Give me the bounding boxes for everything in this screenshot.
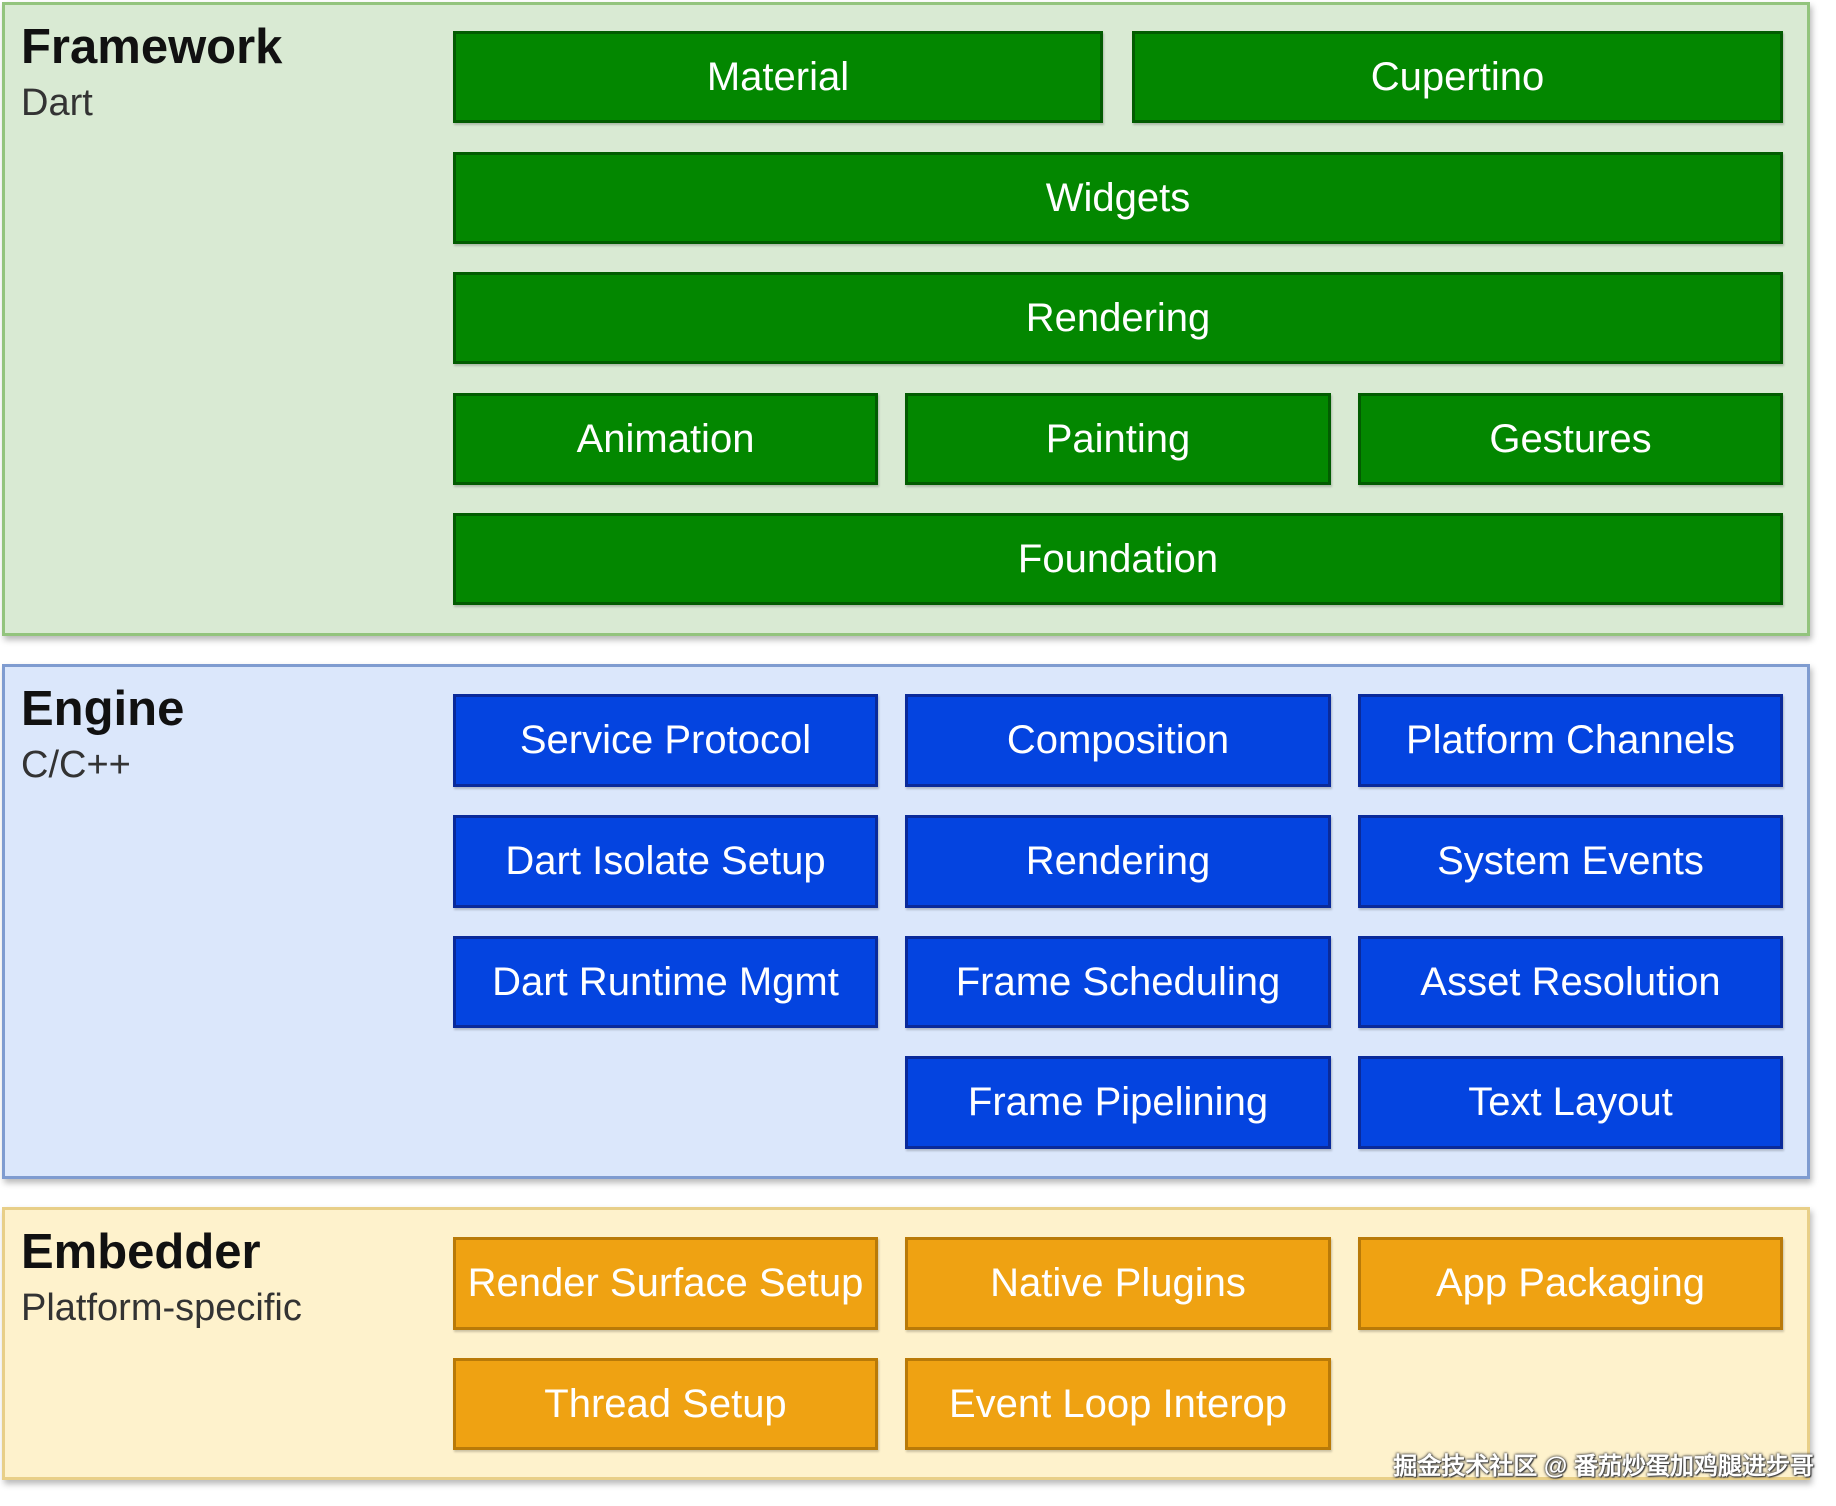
- embedder-box-app-packaging: App Packaging: [1358, 1237, 1783, 1330]
- engine-subtitle: C/C++: [21, 744, 131, 786]
- embedder-box-thread-setup: Thread Setup: [453, 1358, 878, 1450]
- engine-box-platform-channels: Platform Channels: [1358, 694, 1783, 787]
- engine-box-dart-runtime-mgmt: Dart Runtime Mgmt: [453, 936, 878, 1028]
- engine-box-service-protocol: Service Protocol: [453, 694, 878, 787]
- engine-box-asset-resolution: Asset Resolution: [1358, 936, 1783, 1028]
- embedder-box-render-surface-setup: Render Surface Setup: [453, 1237, 878, 1330]
- watermark-text: 掘金技术社区 @ 番茄炒蛋加鸡腿进步哥: [1393, 1453, 1814, 1480]
- framework-box-foundation: Foundation: [453, 513, 1783, 605]
- framework-box-gestures: Gestures: [1358, 393, 1783, 485]
- embedder-title: Embedder: [21, 1225, 261, 1279]
- engine-title: Engine: [21, 682, 185, 736]
- embedder-subtitle: Platform-specific: [21, 1287, 302, 1329]
- embedder-box-event-loop-interop: Event Loop Interop: [905, 1358, 1331, 1450]
- framework-title: Framework: [21, 20, 283, 74]
- framework-subtitle: Dart: [21, 82, 93, 124]
- engine-box-dart-isolate-setup: Dart Isolate Setup: [453, 815, 878, 908]
- framework-box-material: Material: [453, 31, 1103, 123]
- framework-box-rendering: Rendering: [453, 272, 1783, 364]
- engine-box-text-layout: Text Layout: [1358, 1056, 1783, 1149]
- engine-box-system-events: System Events: [1358, 815, 1783, 908]
- framework-box-animation: Animation: [453, 393, 878, 485]
- framework-box-widgets: Widgets: [453, 152, 1783, 244]
- engine-box-frame-pipelining: Frame Pipelining: [905, 1056, 1331, 1149]
- engine-box-composition: Composition: [905, 694, 1331, 787]
- framework-box-cupertino: Cupertino: [1132, 31, 1783, 123]
- embedder-box-native-plugins: Native Plugins: [905, 1237, 1331, 1330]
- engine-box-frame-scheduling: Frame Scheduling: [905, 936, 1331, 1028]
- engine-box-rendering: Rendering: [905, 815, 1331, 908]
- framework-box-painting: Painting: [905, 393, 1331, 485]
